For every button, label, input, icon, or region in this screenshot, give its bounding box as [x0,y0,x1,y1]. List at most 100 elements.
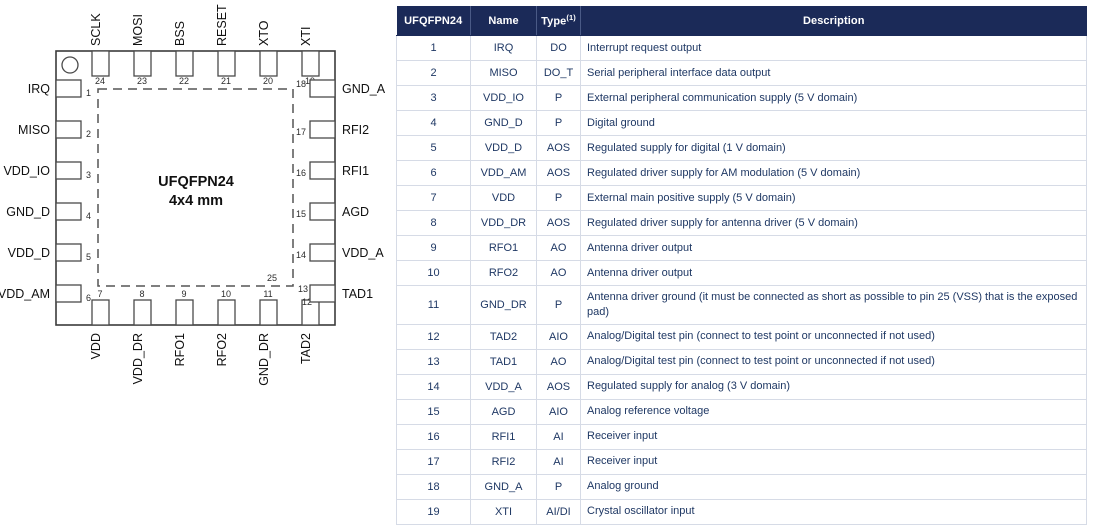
pin-label-gnd-a: GND_A [342,82,386,96]
cell-pin-name: VDD_A [470,373,537,400]
cell-pin-name: VDD_AM [470,160,537,186]
table-header-row: UFQFPN24 Name Type(1) Description [396,6,1087,36]
pin-pad-24 [91,50,110,77]
cell-pin-type: P [536,85,581,111]
pin-label-irq: IRQ [28,82,51,96]
cell-pin-number: 1 [396,35,471,61]
pin-number-3: 3 [86,170,91,180]
cell-pin-number: 19 [396,498,471,525]
cell-description: Regulated driver supply for AM modulatio… [580,160,1087,186]
cell-pin-number: 17 [396,448,471,475]
pin-label-rfi1: RFI1 [342,164,369,178]
pin-number-22: 22 [179,76,189,86]
cell-pin-number: 16 [396,423,471,450]
pin-label-vdd-dr: VDD_DR [131,333,145,384]
pin-number-17: 17 [296,127,306,137]
pin-pad-10 [217,299,236,326]
cell-description: Analog ground [580,473,1087,500]
cell-pin-name: AGD [470,398,537,425]
pin-number-1: 1 [86,88,91,98]
cell-pin-number: 2 [396,60,471,86]
cell-pin-number: 6 [396,160,471,186]
cell-description: Serial peripheral interface data output [580,60,1087,86]
cell-pin-name: VDD_D [470,135,537,161]
cell-pin-name: GND_A [470,473,537,500]
pin-label-gnd-d: GND_D [6,205,50,219]
package-title-line2: 4x4 mm [169,193,223,209]
pin-pad-18 [309,79,336,98]
pin-label-gnd-dr: GND_DR [257,333,271,386]
pin-pad-8 [133,299,152,326]
cell-description: Crystal oscillator input [580,498,1087,525]
pin-number-15: 15 [296,209,306,219]
cell-pin-number: 11 [396,285,471,325]
cell-pin-name: VDD_DR [470,210,537,236]
cell-description: Regulated supply for digital (1 V domain… [580,135,1087,161]
cell-pin-number: 14 [396,373,471,400]
cell-pin-name: XTI [470,498,537,525]
cell-description: Digital ground [580,110,1087,136]
header-description-label: Description [802,14,865,27]
pin-pad-13 [309,284,336,303]
cell-pin-number: 13 [396,348,471,375]
pin-pad-11 [259,299,278,326]
pin-label-rfo1: RFO1 [173,333,187,366]
cell-pin-name: RFO1 [470,235,537,261]
right-pin-group: 18 GND_A 17 RFI2 16 RFI1 15 AGD 14 VDD_A… [296,79,386,303]
pin-pad-17 [309,120,336,139]
cell-pin-type: DO_T [536,60,581,86]
pin-pad-3 [55,161,82,180]
cell-pin-type: P [536,185,581,211]
pin-label-vdd-io: VDD_IO [3,164,50,178]
cell-pin-number: 12 [396,323,471,350]
cell-pin-type: AOS [536,160,581,186]
pin-number-6: 6 [86,293,91,303]
header-type-footnote: (1) [566,13,576,23]
package-title-line1: UFQFPN24 [158,174,234,190]
cell-description: Antenna driver output [580,260,1087,286]
pin-number-2: 2 [86,129,91,139]
pin-number-12: 12 [302,297,312,307]
pin-label-agd: AGD [342,205,369,219]
pin-pad-20 [259,50,278,77]
pin-label-vdd-d: VDD_D [8,246,50,260]
pin-pad-15 [309,202,336,221]
pin-label-vdd-a: VDD_A [342,246,384,260]
pin-label-rfo2: RFO2 [215,333,229,366]
cell-pin-name: GND_D [470,110,537,136]
pin-label-vdd-am: VDD_AM [0,287,50,301]
pin-label-tad1: TAD1 [342,287,373,301]
pin-label-bss: BSS [173,21,187,46]
cell-pin-name: TAD2 [470,323,537,350]
pin-number-4: 4 [86,211,91,221]
pin-pad-22 [175,50,194,77]
cell-pin-type: AI [536,448,581,475]
pin-number-18: 18 [296,79,306,89]
package-body [55,50,336,326]
cell-pin-type: AIO [536,323,581,350]
pin-pad-14 [309,243,336,262]
pin-number-5: 5 [86,252,91,262]
cell-description: Receiver input [580,423,1087,450]
pin-pad-7 [91,299,110,326]
exposed-pad-number: 25 [267,273,277,283]
cell-description: Analog/Digital test pin (connect to test… [580,323,1087,350]
cell-pin-type: AI [536,423,581,450]
cell-pin-number: 4 [396,110,471,136]
pin-pad-21 [217,50,236,77]
cell-pin-type: AIO [536,398,581,425]
header-type: Type(1) [536,6,581,36]
pin-label-tad2: TAD2 [299,333,313,364]
exposed-pad-outline [97,88,294,287]
cell-pin-name: MISO [470,60,537,86]
cell-pin-type: AO [536,235,581,261]
